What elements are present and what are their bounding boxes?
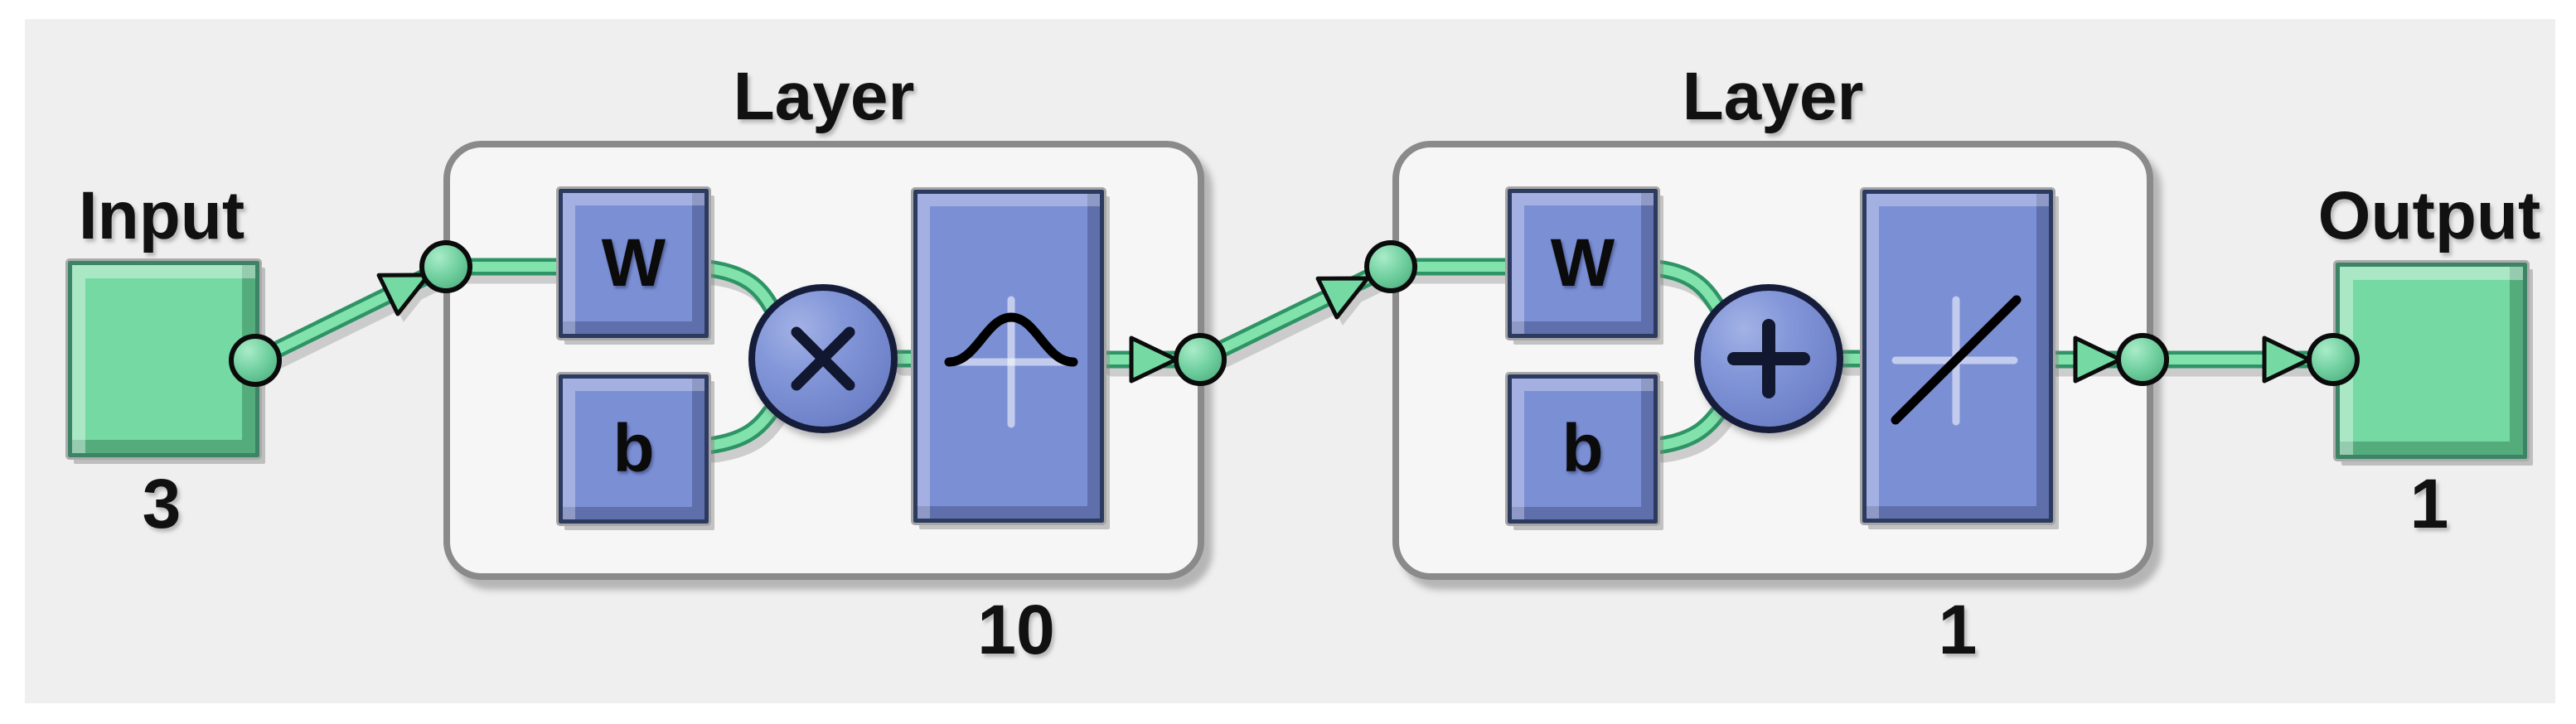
- layer1-size-label: 10: [977, 591, 1055, 668]
- layer1-multiply-node: [748, 284, 898, 433]
- bias-label: b: [1562, 411, 1604, 486]
- layer2-transfer-block: [1860, 187, 2055, 525]
- input-block: [65, 258, 262, 460]
- diagram-panel: [25, 19, 2555, 703]
- layer1-weight-block: W: [556, 186, 711, 340]
- layer2-size-label: 1: [1938, 591, 1978, 668]
- weight-label: W: [601, 225, 666, 301]
- radbas-curve-icon: [944, 296, 1078, 428]
- input-size-label: 3: [142, 465, 182, 543]
- layer2-weight-block: W: [1505, 186, 1660, 340]
- input-label: Input: [78, 178, 245, 253]
- bias-label: b: [613, 411, 655, 486]
- output-block: [2333, 260, 2530, 461]
- weight-label: W: [1550, 225, 1615, 301]
- multiply-icon: [791, 326, 855, 391]
- output-size-label: 1: [2409, 465, 2449, 543]
- output-label: Output: [2317, 178, 2541, 253]
- layer2-title: Layer: [1682, 59, 1864, 134]
- layer1-bias-block: b: [556, 372, 711, 526]
- layer1-title: Layer: [733, 59, 915, 134]
- layer2-bias-block: b: [1505, 372, 1660, 526]
- plus-icon: [1727, 319, 1810, 398]
- purelin-line-icon: [1891, 295, 2022, 426]
- layer1-transfer-block: [911, 187, 1106, 525]
- layer2-sum-node: [1694, 284, 1843, 433]
